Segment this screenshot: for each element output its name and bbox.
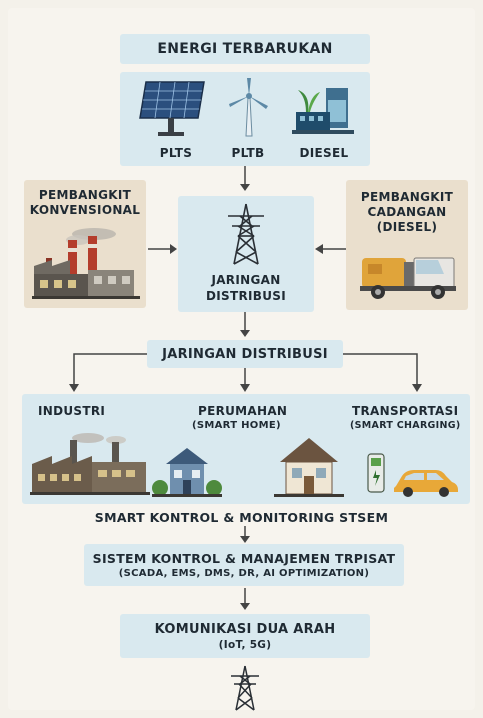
conventional-plant-box: PEMBANGKIT KONVENSIONAL: [24, 180, 146, 308]
house-icon: [152, 442, 222, 498]
consumers-box: INDUSTRI PERUMAHAN (SMART HOME) TRANSPOR…: [22, 394, 470, 504]
renewable-title: ENERGI TERBARUKAN: [157, 41, 333, 57]
diesel-label: DIESEL: [299, 146, 349, 160]
renewable-sources-box: PLTS PLTB DIESEL: [120, 72, 370, 166]
transmission-tower-icon: [224, 202, 268, 266]
plts-label: PLTS: [159, 146, 193, 160]
grid-center-line1: JARINGAN: [211, 273, 281, 287]
distribution-bar-label: JARINGAN DISTRIBUSI: [162, 346, 328, 362]
housing-title: PERUMAHAN: [198, 404, 288, 418]
ev-charger-icon: [366, 452, 388, 494]
diesel-generator-truck-icon: [358, 248, 458, 302]
electric-car-icon: [392, 464, 460, 498]
arrow-control-to-communication: [240, 588, 250, 610]
communication-subtitle: (IoT, 5G): [218, 638, 272, 651]
factory-icon: [32, 226, 140, 300]
distribution-bar: JARINGAN DISTRIBUSI: [147, 340, 343, 368]
industry-title: INDUSTRI: [38, 404, 106, 418]
backup-line2: CADANGAN: [367, 205, 447, 219]
communication-box: KOMUNIKASI DUA ARAH (IoT, 5G): [120, 614, 370, 658]
grid-center-box: JARINGAN DISTRIBUSI: [178, 196, 314, 312]
wind-turbine-icon: [224, 76, 274, 138]
bottom-tower-icon: [228, 664, 262, 712]
housing-subtitle: (SMART HOME): [192, 420, 281, 431]
arrow-smart-to-control: [240, 526, 250, 543]
pltb-label: PLTB: [231, 146, 265, 160]
backup-line1: PEMBANGKIT: [360, 190, 454, 204]
arrow-conventional-to-grid: [148, 244, 177, 254]
backup-plant-box: PEMBANGKIT CADANGAN (DIESEL): [346, 180, 468, 310]
conventional-line2: KONVENSIONAL: [29, 203, 141, 217]
control-system-box: SISTEM KONTROL & MANAJEMEN TRPISAT (SCAD…: [84, 544, 404, 586]
control-system-title: SISTEM KONTROL & MANAJEMEN TRPISAT: [92, 551, 396, 566]
arrow-grid-to-distribution: [240, 312, 250, 337]
distribution-branch-arrows: [69, 353, 422, 392]
industry-factory-icon: [30, 430, 150, 496]
smart-home-icon: [274, 434, 344, 498]
control-system-subtitle: (SCADA, EMS, DMS, DR, AI OPTIMIZATION): [118, 568, 370, 579]
grid-center-line2: DISTRIBUSI: [206, 289, 286, 303]
backup-line3: (DIESEL): [376, 220, 438, 234]
transport-subtitle: (SMART CHARGING): [350, 420, 461, 431]
solar-panel-icon: [138, 78, 210, 140]
renewable-title-box: ENERGI TERBARUKAN: [120, 34, 370, 64]
smart-control-label: SMART KONTROL & MONITORING STSEM: [94, 510, 389, 525]
transport-title: TRANSPORTASI: [352, 404, 459, 418]
arrow-renewable-to-grid: [240, 166, 250, 191]
communication-title: KOMUNIKASI DUA ARAH: [154, 621, 336, 637]
arrow-backup-to-grid: [315, 244, 346, 254]
diesel-plant-icon: [292, 78, 354, 138]
conventional-line1: PEMBANGKIT: [38, 188, 132, 202]
